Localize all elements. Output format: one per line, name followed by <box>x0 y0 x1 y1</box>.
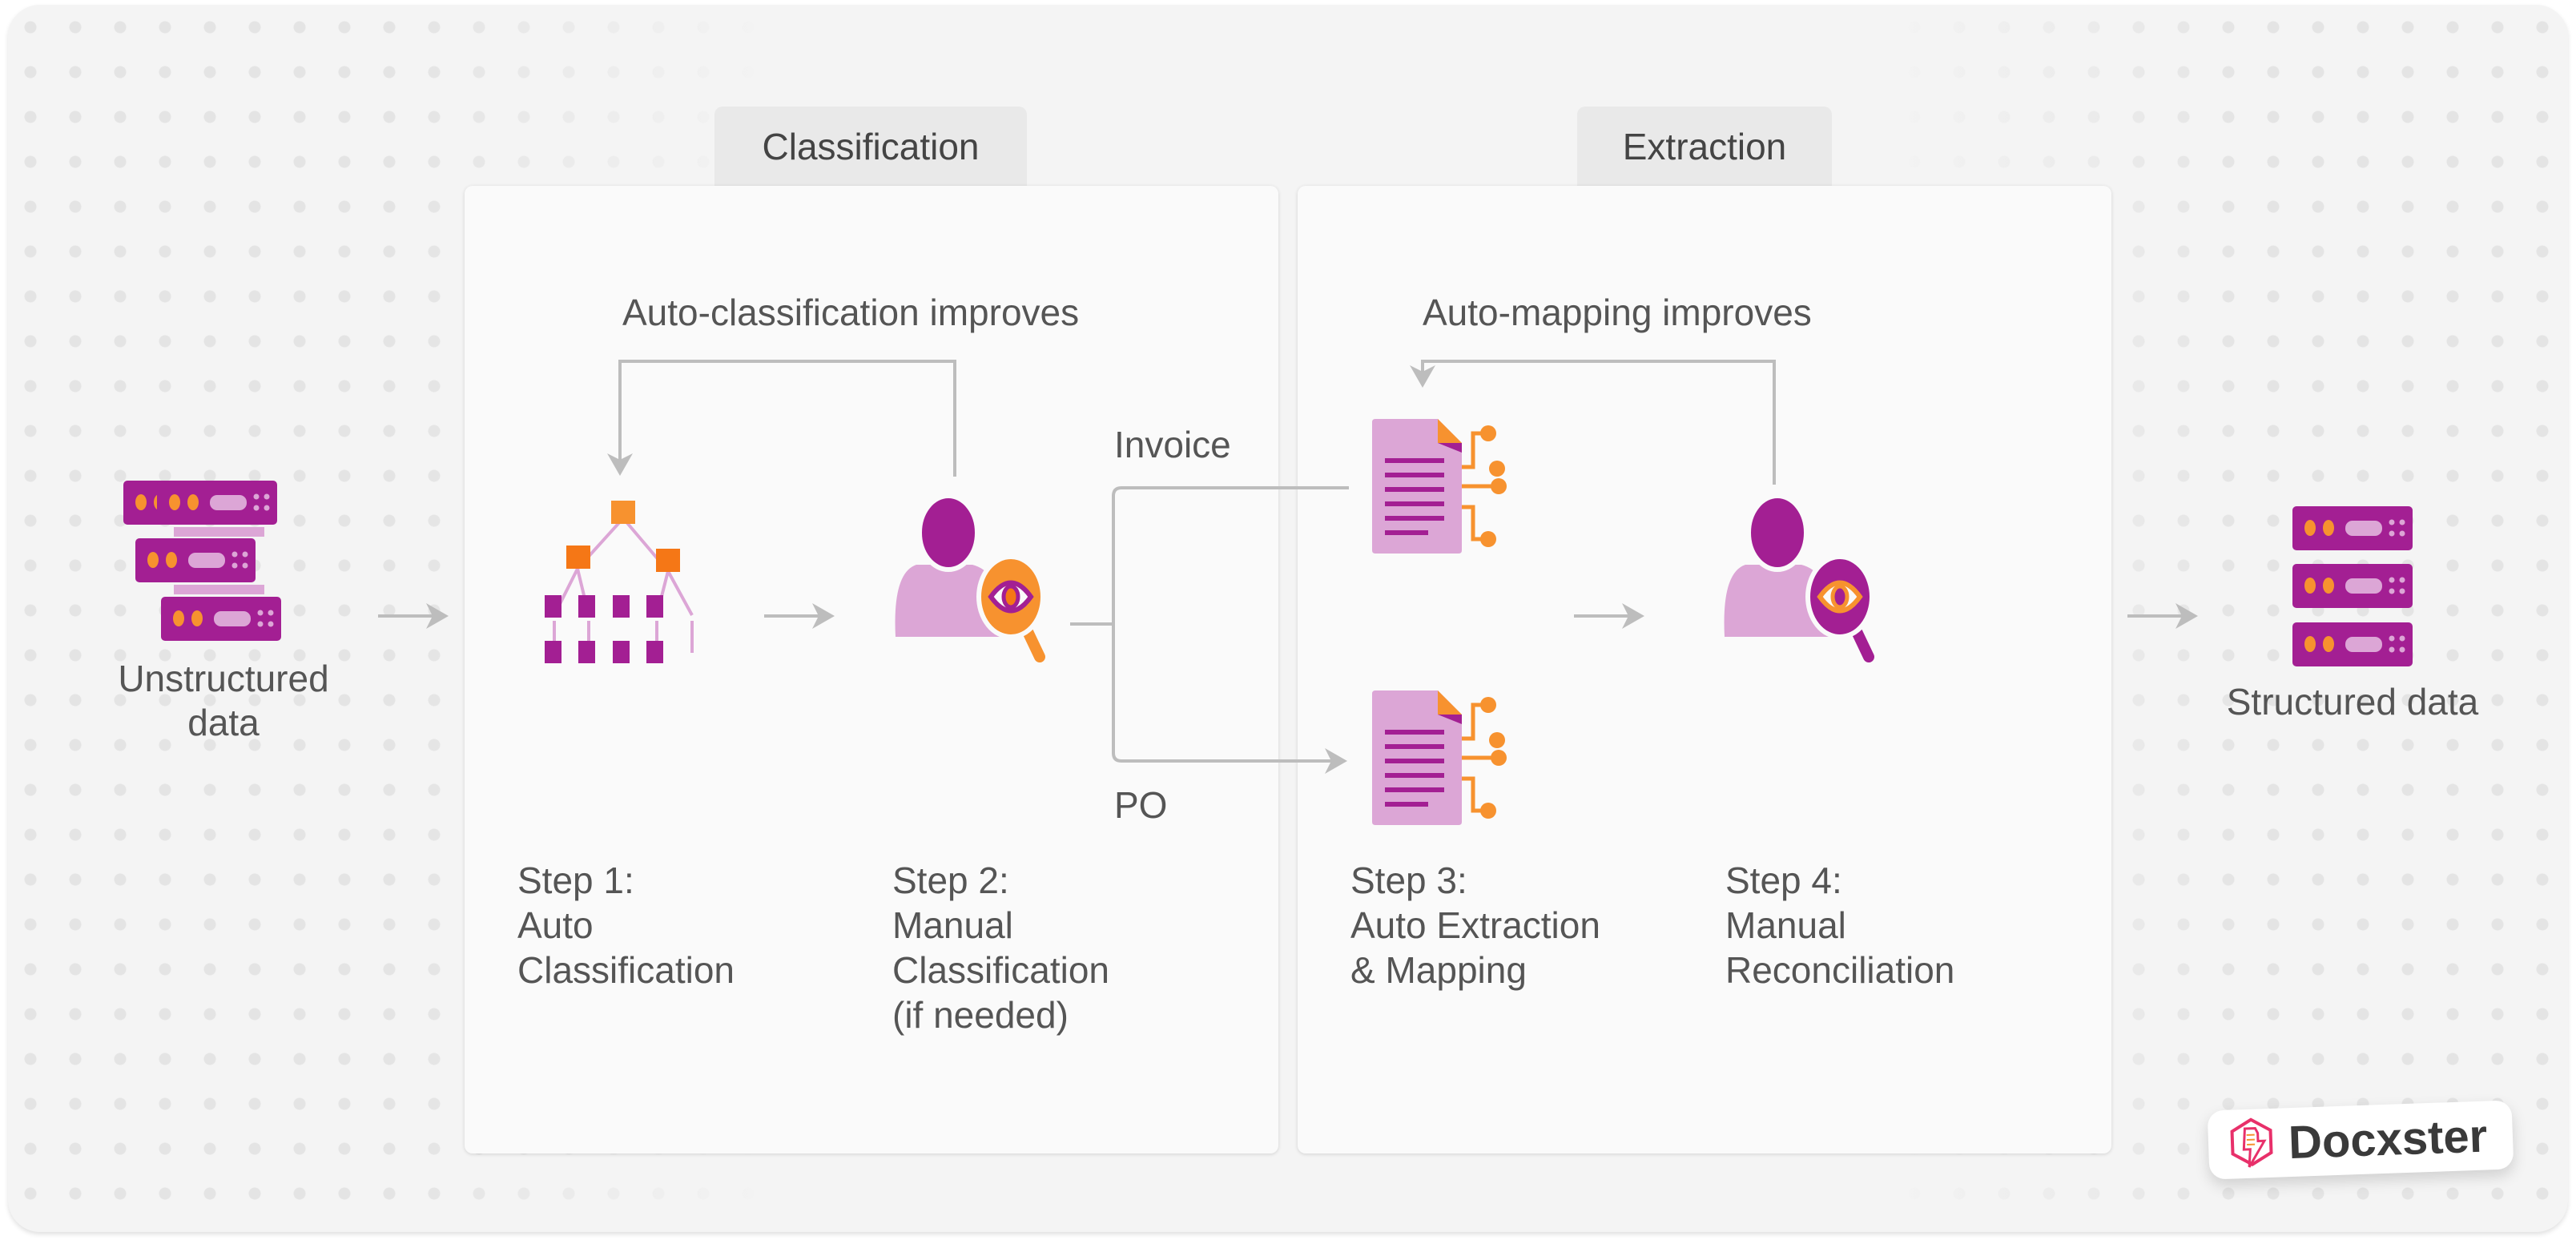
hierarchy-tree-icon <box>545 501 694 663</box>
step4-line: Reconciliation <box>1725 949 1955 991</box>
loop-extraction <box>1410 360 1776 485</box>
invoice-branch <box>1112 486 1349 774</box>
loop-classification <box>607 360 956 477</box>
classification-loop-label: Auto-classification improves <box>622 292 1080 333</box>
step4-label: Step 4: Manual Reconciliation <box>1725 858 1954 992</box>
docxster-logo-icon <box>2230 1117 2273 1168</box>
step2-line: Manual <box>892 904 1013 946</box>
source-label-line1: Unstructured <box>118 658 329 699</box>
step2-line: Classification <box>892 949 1109 991</box>
reconciliation-person-icon <box>1724 497 1874 662</box>
extraction-loop-label: Auto-mapping improves <box>1423 292 1812 333</box>
step2-title: Step 2: <box>892 860 1009 901</box>
step3-title: Step 3: <box>1350 860 1467 901</box>
step3-line: Auto Extraction <box>1350 904 1600 946</box>
docxster-logo: Docxster <box>2207 1100 2514 1180</box>
step1-line: Auto <box>517 904 594 946</box>
source-label-line2: data <box>187 702 260 743</box>
step3-label: Step 3: Auto Extraction & Mapping <box>1350 858 1600 992</box>
classification-panel <box>465 186 1278 1153</box>
step1-title: Step 1: <box>517 860 634 901</box>
structured-servers-icon <box>2292 506 2413 666</box>
extraction-tab: Extraction <box>1577 107 1832 186</box>
po-branch-label: PO <box>1114 784 1168 826</box>
extraction-panel <box>1298 186 2111 1153</box>
invoice-branch-label: Invoice <box>1114 424 1231 465</box>
step1-line: Classification <box>517 949 735 991</box>
step3-line: & Mapping <box>1350 949 1527 991</box>
classification-tab: Classification <box>714 107 1027 186</box>
invoice-document-icon <box>1372 419 1507 554</box>
step2-line: (if needed) <box>892 994 1069 1036</box>
step4-title: Step 4: <box>1725 860 1842 901</box>
docxster-wordmark: Docxster <box>2287 1109 2489 1169</box>
step1-label: Step 1: Auto Classification <box>517 858 735 992</box>
unstructured-servers-icon <box>123 481 281 641</box>
target-label: Structured data <box>2226 681 2479 723</box>
step2-label: Step 2: Manual Classification (if needed… <box>892 858 1109 1037</box>
po-document-icon <box>1372 690 1508 827</box>
reviewer-person-icon <box>895 497 1045 662</box>
step4-line: Manual <box>1725 904 1846 946</box>
